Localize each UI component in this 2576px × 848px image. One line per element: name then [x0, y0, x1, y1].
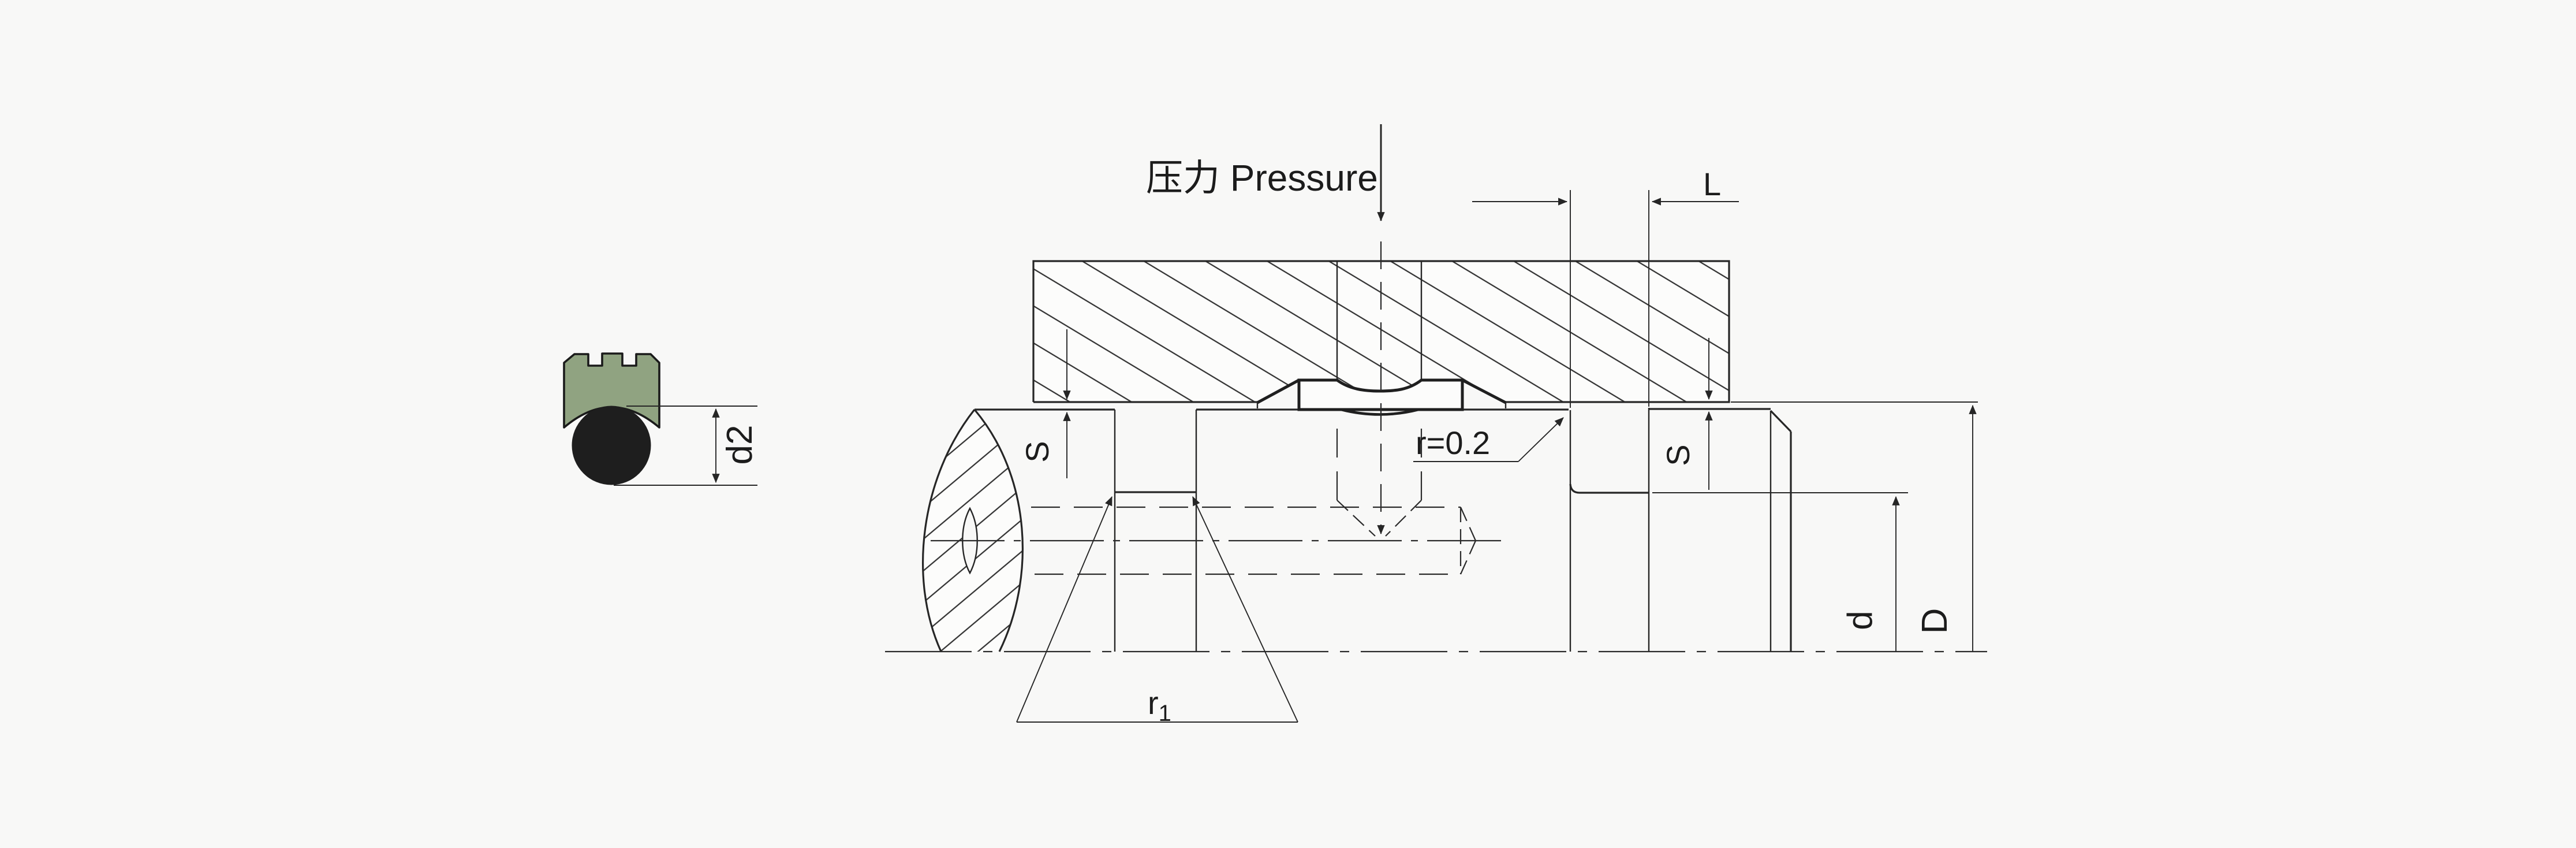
hidden-passages: [931, 429, 1508, 575]
rod-assembly: [921, 408, 1792, 652]
L-label: L: [1703, 166, 1721, 202]
seal-cross-section-illustration: d2: [563, 352, 760, 486]
seal-left-wing: [1256, 378, 1300, 404]
port-cone-left: [1336, 500, 1376, 537]
D-label: D: [1915, 608, 1955, 634]
pressure-annotation: 压力 Pressure: [1146, 124, 1385, 535]
S-right-label: S: [1660, 444, 1696, 466]
dimension-S-left: S: [1019, 329, 1071, 478]
callout-r02: r=0.2: [1413, 417, 1564, 462]
S-left-label: S: [1019, 441, 1055, 462]
axial-cone-top: [1459, 507, 1477, 541]
rod-end-chamfer: [1769, 410, 1792, 433]
seal-right-wing: [1461, 378, 1507, 404]
dimension-d: d: [1652, 492, 1908, 652]
dimension-S-right: S: [1660, 338, 1713, 490]
port-cone-right: [1385, 500, 1422, 537]
seal-body: [1297, 378, 1464, 411]
installed-seal: [1256, 378, 1507, 416]
r02-label: r=0.2: [1416, 425, 1490, 461]
housing-block-outline: [1032, 260, 1730, 403]
seal-cap-shape: [563, 352, 660, 429]
r1-leader-right: [1192, 496, 1298, 723]
d-label: d: [1840, 611, 1879, 630]
pressure-label: 压力 Pressure: [1146, 157, 1378, 199]
rod-break-outline: [921, 408, 1024, 652]
right-groove-fillet: [1569, 483, 1580, 494]
d2-label: d2: [720, 425, 760, 465]
o-ring-shape: [572, 406, 651, 485]
r1-leader-left: [1016, 496, 1112, 723]
callout-r1: r1: [1016, 496, 1298, 726]
dimension-L: L: [1472, 166, 1739, 408]
r1-label: r1: [1148, 685, 1171, 726]
r02-leader: [1518, 417, 1564, 462]
dimension-d2: d2: [614, 406, 760, 486]
seal-contact-bulge: [1341, 408, 1419, 416]
axial-cone-bottom: [1459, 540, 1477, 575]
dimension-D: D: [1731, 401, 1978, 652]
installation-section-view: 压力 Pressure L S S r=0.2: [885, 124, 1987, 726]
